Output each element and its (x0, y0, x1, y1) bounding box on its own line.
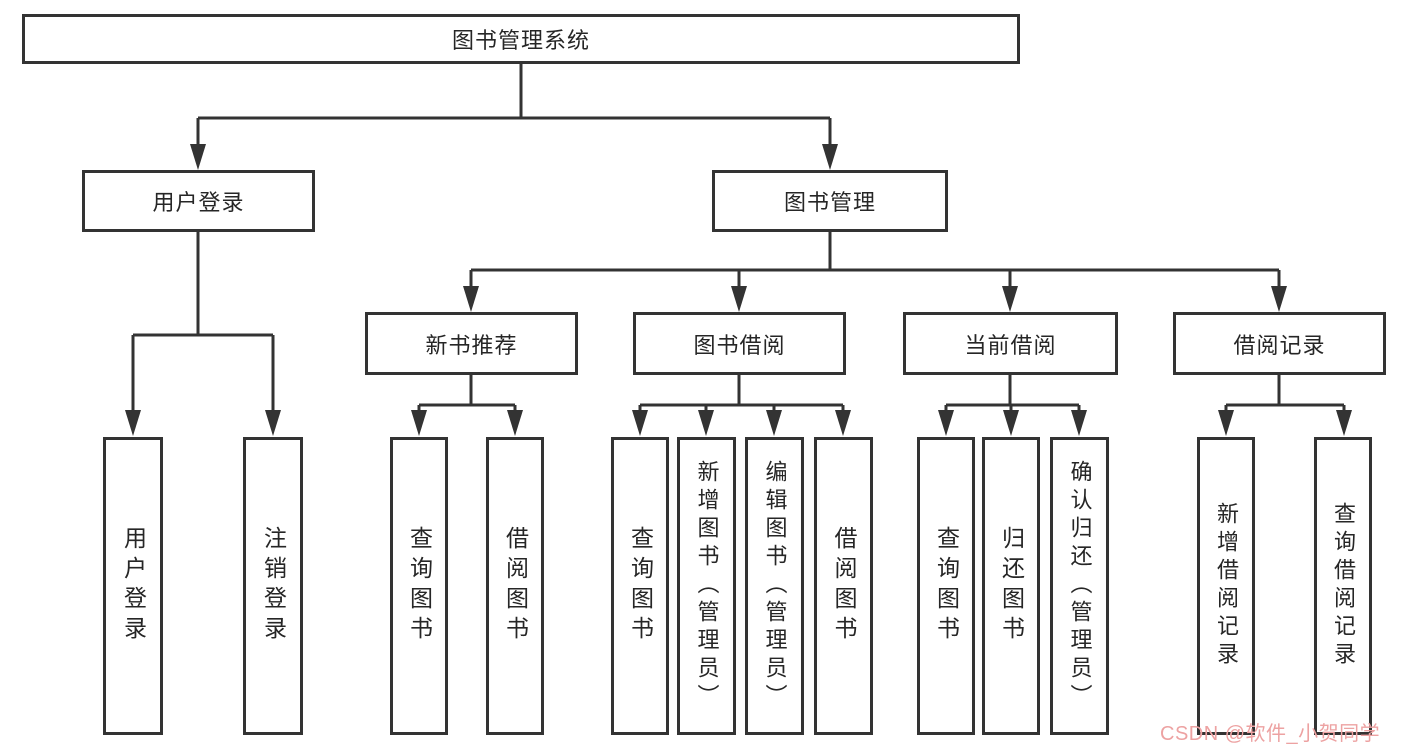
arrowheads-new-book-rec-branch (411, 410, 523, 436)
node-book-mgmt-label: 图书管理 (783, 190, 876, 215)
leaf-current-return-label: 归还图书 (998, 526, 1025, 646)
leaf-current-query: 查询图书 (917, 437, 975, 735)
leaf-logout-label: 注销登录 (260, 526, 287, 646)
leaf-current-confirm-admin: 确认归还（管理员） (1050, 437, 1109, 735)
leaf-borrow-edit-admin: 编辑图书（管理员） (745, 437, 804, 735)
leaf-newbook-borrow-label: 借阅图书 (502, 526, 529, 646)
node-root: 图书管理系统 (22, 14, 1020, 64)
node-new-book-rec: 新书推荐 (365, 312, 578, 375)
arrowheads-level2 (190, 144, 838, 170)
leaf-borrow-book-label: 借阅图书 (831, 526, 857, 646)
leaf-user-login: 用户登录 (103, 437, 163, 735)
leaf-borrow-add-admin: 新增图书（管理员） (677, 437, 736, 735)
leaf-newbook-borrow: 借阅图书 (486, 437, 544, 735)
leaf-borrow-query-label: 查询图书 (627, 526, 654, 646)
connector-borrow-record-branch (1224, 375, 1346, 416)
node-book-mgmt: 图书管理 (712, 170, 948, 232)
arrowheads-book-mgmt-branch (463, 286, 1287, 312)
node-user-login-label: 用户登录 (152, 190, 245, 215)
leaf-current-confirm-admin-label: 确认归还（管理员） (1067, 460, 1093, 712)
leaf-current-query-label: 查询图书 (933, 526, 960, 646)
node-borrow-record: 借阅记录 (1173, 312, 1386, 375)
node-book-borrow-label: 图书借阅 (693, 332, 786, 358)
arrowheads-current-borrow-branch (938, 410, 1087, 436)
connector-book-borrow-branch (638, 375, 845, 416)
leaf-record-query: 查询借阅记录 (1314, 437, 1372, 735)
node-new-book-rec-label: 新书推荐 (425, 332, 518, 358)
arrowheads-borrow-record-branch (1218, 410, 1352, 436)
leaf-current-return: 归还图书 (982, 437, 1040, 735)
arrowheads-book-borrow-branch (632, 410, 851, 436)
node-current-borrow-label: 当前借阅 (964, 332, 1057, 358)
connector-book-mgmt-branch (469, 232, 1281, 292)
connector-root-to-level2 (196, 64, 832, 150)
leaf-record-add: 新增借阅记录 (1197, 437, 1255, 735)
node-book-borrow: 图书借阅 (633, 312, 846, 375)
connector-new-book-rec-branch (417, 375, 517, 416)
node-root-label: 图书管理系统 (451, 28, 590, 53)
arrowheads-user-login-branch (125, 410, 281, 436)
node-current-borrow: 当前借阅 (903, 312, 1118, 375)
connector-current-borrow-branch (944, 375, 1081, 416)
node-user-login: 用户登录 (82, 170, 315, 232)
leaf-borrow-add-admin-label: 新增图书（管理员） (694, 460, 720, 712)
leaf-user-login-label: 用户登录 (120, 526, 147, 646)
node-borrow-record-label: 借阅记录 (1233, 332, 1326, 358)
connector-user-login-branch (131, 232, 275, 418)
leaf-borrow-query: 查询图书 (611, 437, 669, 735)
csdn-watermark: CSDN @软件_小贺同学 (1160, 723, 1381, 745)
leaf-logout: 注销登录 (243, 437, 303, 735)
leaf-newbook-query: 查询图书 (390, 437, 448, 735)
leaf-record-query-label: 查询借阅记录 (1331, 502, 1356, 670)
leaf-borrow-book: 借阅图书 (814, 437, 873, 735)
leaf-borrow-edit-admin-label: 编辑图书（管理员） (762, 460, 788, 712)
leaf-record-add-label: 新增借阅记录 (1214, 502, 1239, 670)
leaf-newbook-query-label: 查询图书 (406, 526, 433, 646)
